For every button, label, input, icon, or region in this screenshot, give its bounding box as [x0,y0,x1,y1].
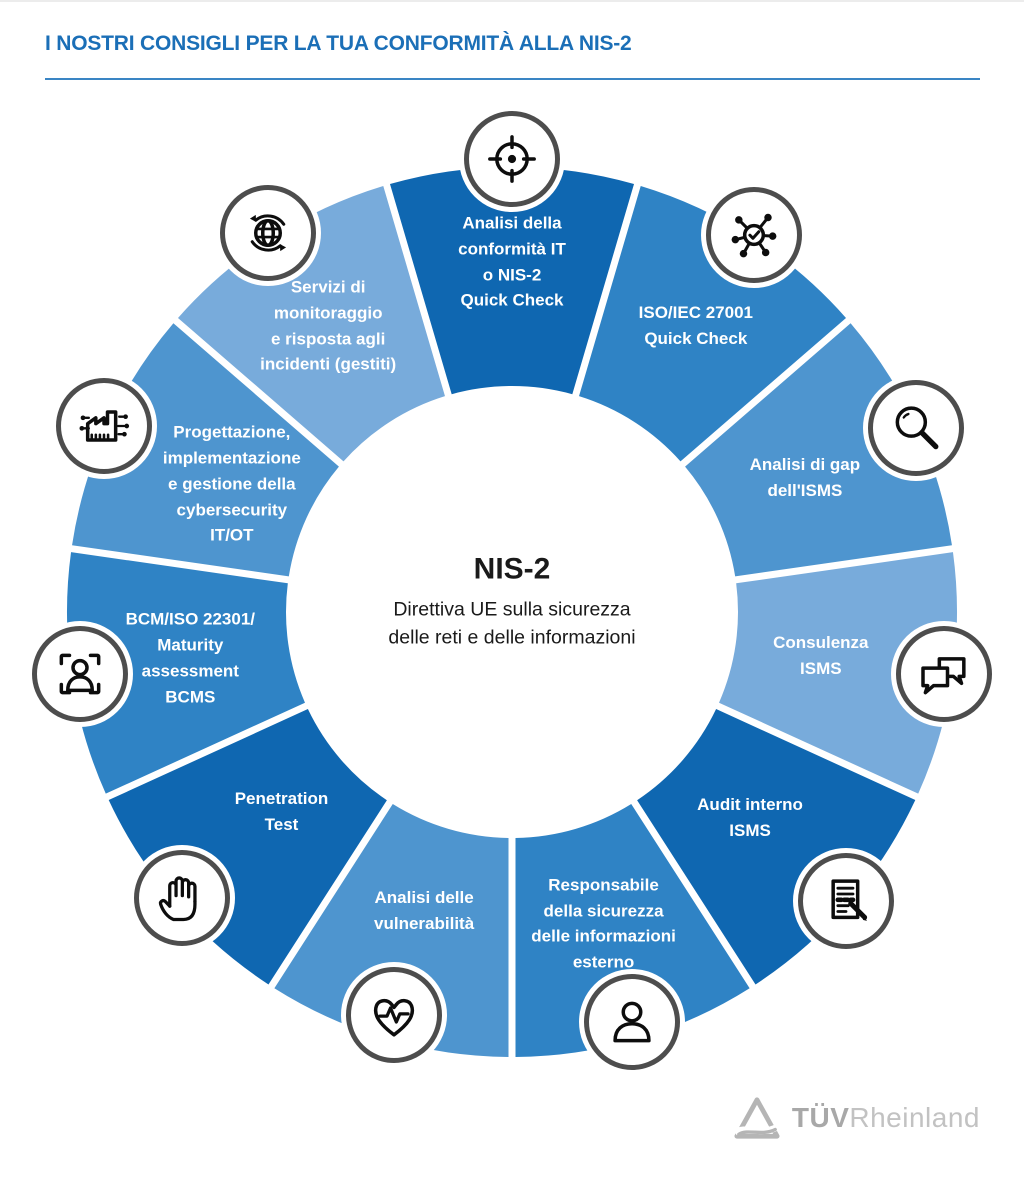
wheel-segment-1 [389,166,635,395]
segment-label-6: Responsabile della sicurezza delle infor… [531,875,676,972]
wheel-segment-11 [177,186,445,462]
globe-sync-icon [220,184,317,281]
wheel-segment-10 [72,323,339,577]
wheel-center-title: NIS-2 [473,552,551,586]
segment-label-9: BCM/ISO 22301/ Maturity assessment BCMS [125,609,256,707]
wheel-segment-6 [515,803,750,1057]
magnifier-icon [867,379,964,476]
wheel-segment-9 [66,552,305,794]
heart-pulse-icon [345,966,442,1063]
tuv-text: TÜV [791,1102,850,1133]
hand-icon [133,850,230,947]
wheel-segment-4 [719,552,958,794]
segment-label-3: Analisi di gap dell'ISMS [749,455,861,501]
tuv-triangle-icon [733,1097,780,1139]
segment-label-2: ISO/IEC 27001 Quick Check [638,303,753,348]
speech-bubbles-icon [895,626,992,723]
target-icon [464,111,560,207]
document-pen-icon [798,853,895,950]
segment-label-1: Analisi della conformità IT o NIS-2 Quic… [458,213,566,310]
rheinland-text: Rheinland [849,1102,980,1133]
wheel-center: NIS-2 Direttiva UE sulla sicurezza delle… [347,552,677,651]
segment-label-8: Penetration Test [234,788,329,834]
network-check-icon [706,187,803,284]
wheel-segment-8 [108,709,387,985]
factory-icon [56,377,153,474]
segment-label-4: Consulenza ISMS [773,633,869,679]
wheel-segment-5 [637,709,916,985]
wheel-segment-7 [274,803,509,1057]
wheel-center-subtitle: Direttiva UE sulla sicurezza delle reti … [388,598,636,648]
person-frame-icon [32,626,129,723]
segment-label-7: Analisi delle vulnerabilità [374,888,475,934]
person-icon [584,973,681,1070]
segment-label-11: Servizi di monitoraggio e risposta agli … [260,277,397,374]
page-title: I NOSTRI CONSIGLI PER LA TUA CONFORMITÀ … [45,32,632,55]
wheel-segment-3 [685,323,952,577]
wheel-segment-2 [579,186,847,462]
header: I NOSTRI CONSIGLI PER LA TUA CONFORMITÀ … [45,32,980,56]
title-divider [45,78,980,80]
segment-label-10: Progettazione, implementazione e gestion… [162,422,301,545]
segment-label-5: Audit interno ISMS [697,795,803,841]
